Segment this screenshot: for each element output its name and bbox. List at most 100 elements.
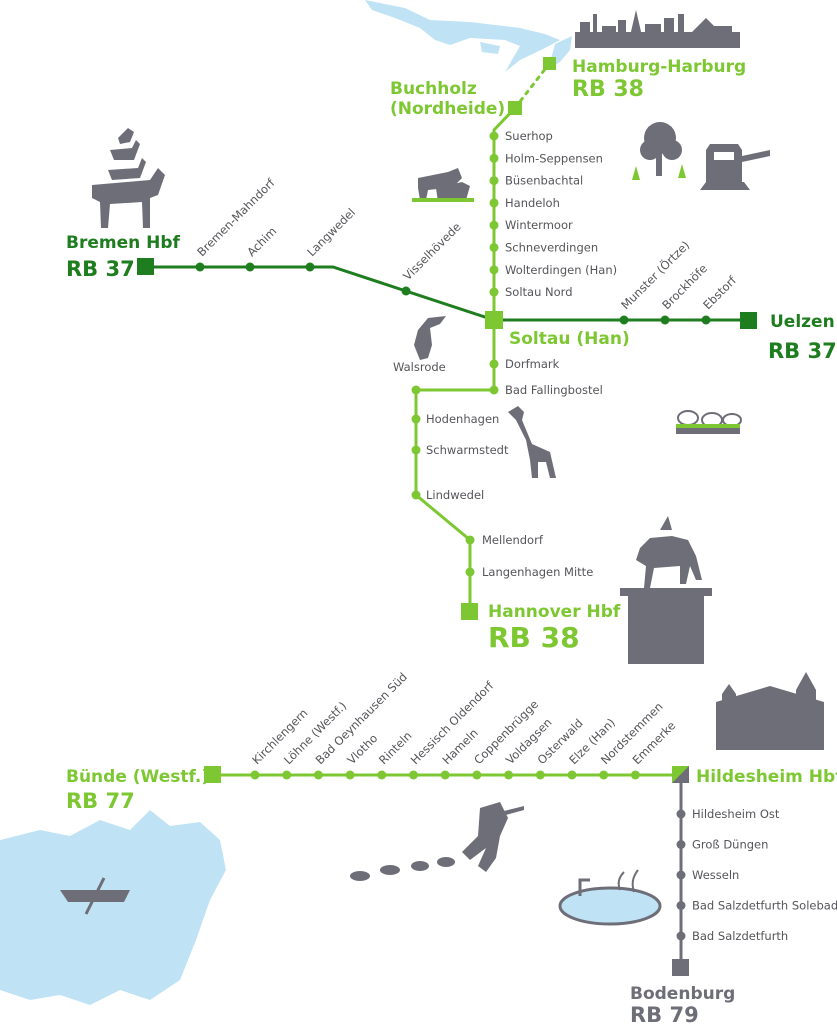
- station-label: Schwarmstedt: [426, 443, 509, 457]
- tree-and-train-icon: [632, 122, 770, 190]
- terminal-label-hamburg: Hamburg-Harburg: [572, 57, 746, 77]
- station-dot[interactable]: [409, 770, 418, 780]
- station-dot[interactable]: [599, 770, 609, 780]
- station-dot[interactable]: [282, 770, 292, 780]
- station-label: Visselhövede: [400, 220, 463, 283]
- station-dot[interactable]: [676, 809, 686, 819]
- station-label: Schneverdingen: [505, 241, 598, 255]
- sheep-icon: [676, 410, 742, 434]
- station-dot[interactable]: [195, 262, 205, 272]
- horse-statue-icon: [620, 516, 712, 664]
- station-dot[interactable]: [489, 265, 499, 275]
- station-dot[interactable]: [411, 490, 421, 500]
- station-dot[interactable]: [489, 243, 499, 252]
- line-label-rb38-north: RB 38: [572, 77, 644, 102]
- station-dot[interactable]: [401, 286, 411, 296]
- station-dot[interactable]: [504, 770, 514, 780]
- station-label: Ebstorf: [700, 273, 739, 312]
- lake-with-boat-icon: [0, 810, 226, 1005]
- station-dot[interactable]: [567, 770, 577, 780]
- station-dot[interactable]: [619, 315, 629, 325]
- station-dot[interactable]: [345, 770, 355, 780]
- station-dot[interactable]: [377, 770, 387, 780]
- station-dot[interactable]: [411, 385, 421, 395]
- pied-piper-and-rats-icon: [350, 802, 524, 881]
- station-dot[interactable]: [489, 176, 499, 186]
- station-dot[interactable]: [489, 385, 499, 395]
- station-dots: [195, 131, 711, 941]
- station-label: Bad Salzdetfurth Solebad: [692, 899, 837, 913]
- station-dot[interactable]: [630, 770, 640, 780]
- station-dot[interactable]: [676, 840, 686, 849]
- terminal-label-hannover: Hannover Hbf: [488, 602, 621, 622]
- station-dot[interactable]: [660, 315, 670, 325]
- hamburg-skyline-icon: [575, 10, 740, 48]
- station-label: Suerhop: [505, 129, 553, 143]
- station-label: Langwedel: [304, 205, 358, 259]
- station-dot[interactable]: [701, 315, 711, 325]
- terminal-buende[interactable]: [204, 766, 221, 783]
- station-label: Munster (Örtze): [617, 237, 693, 313]
- station-dot[interactable]: [305, 262, 315, 272]
- station-dot[interactable]: [465, 567, 475, 577]
- station-dot[interactable]: [250, 770, 260, 780]
- station-dot[interactable]: [489, 220, 499, 230]
- terminal-bremen-hbf[interactable]: [137, 258, 154, 275]
- line-label-rb37-east: RB 37: [768, 339, 837, 363]
- terminal-label-soltau: Soltau (Han): [509, 329, 630, 349]
- station-dot[interactable]: [489, 198, 499, 208]
- station-dot[interactable]: [489, 131, 499, 141]
- terminal-hannover-hbf[interactable]: [461, 603, 478, 620]
- terminal-bodenburg[interactable]: [672, 959, 689, 976]
- station-dot[interactable]: [489, 153, 499, 163]
- station-label: Groß Düngen: [692, 838, 768, 852]
- terminal-label-hildesheim: Hildesheim Hbf: [696, 767, 837, 787]
- bremen-town-musicians-icon: [92, 128, 165, 228]
- station-dot[interactable]: [489, 359, 499, 369]
- station-dot[interactable]: [472, 770, 482, 780]
- station-label: Mellendorf: [482, 533, 544, 547]
- station-label: Wintermoor: [505, 218, 573, 232]
- station-dot[interactable]: [440, 770, 450, 780]
- terminal-label-bodenburg: Bodenburg: [630, 984, 735, 1004]
- line-label-rb37-west: RB 37: [66, 257, 135, 281]
- elbe-river-illustration: [365, 0, 572, 72]
- station-dot[interactable]: [676, 901, 686, 910]
- station-label: Walsrode: [393, 360, 446, 374]
- station-label: Bad Salzdetfurth: [692, 929, 788, 943]
- terminal-hamburg-harburg[interactable]: [543, 57, 556, 70]
- station-label: Hodenhagen: [426, 412, 499, 426]
- station-dot[interactable]: [245, 262, 255, 272]
- spa-pool-icon: [558, 869, 662, 926]
- station-label: Handeloh: [505, 196, 560, 210]
- station-label: Wolterdingen (Han): [505, 263, 617, 277]
- station-dot[interactable]: [411, 445, 421, 455]
- station-dot[interactable]: [676, 931, 686, 941]
- station-label: Bad Fallingbostel: [505, 383, 603, 397]
- station-dot[interactable]: [676, 870, 686, 880]
- terminal-buchholz[interactable]: [508, 101, 522, 115]
- cows-icon: [412, 168, 474, 202]
- line-label-rb79: RB 79: [630, 1003, 699, 1024]
- station-dot[interactable]: [489, 287, 499, 297]
- station-dot[interactable]: [313, 770, 323, 780]
- terminal-label-uelzen: Uelzen: [770, 312, 835, 332]
- terminal-uelzen[interactable]: [740, 312, 757, 329]
- terminal-hildesheim-hbf[interactable]: [672, 766, 689, 783]
- toucan-icon: [414, 316, 446, 360]
- terminal-soltau[interactable]: [485, 311, 503, 329]
- station-dot[interactable]: [535, 770, 545, 780]
- church-icon: [716, 672, 824, 750]
- terminal-label-bremen: Bremen Hbf: [66, 233, 181, 253]
- station-label: Soltau Nord: [505, 285, 573, 299]
- station-dot[interactable]: [411, 414, 421, 424]
- terminal-label-buende: Bünde (Westf.): [66, 767, 209, 787]
- station-label: Dorfmark: [505, 357, 560, 371]
- line-label-rb38-south: RB 38: [488, 621, 580, 654]
- station-label: Büsenbachtal: [505, 174, 583, 188]
- station-label: Achim: [244, 224, 279, 259]
- station-dot[interactable]: [465, 535, 475, 545]
- station-label: Holm-Seppensen: [505, 151, 603, 165]
- line-label-rb77: RB 77: [66, 789, 135, 813]
